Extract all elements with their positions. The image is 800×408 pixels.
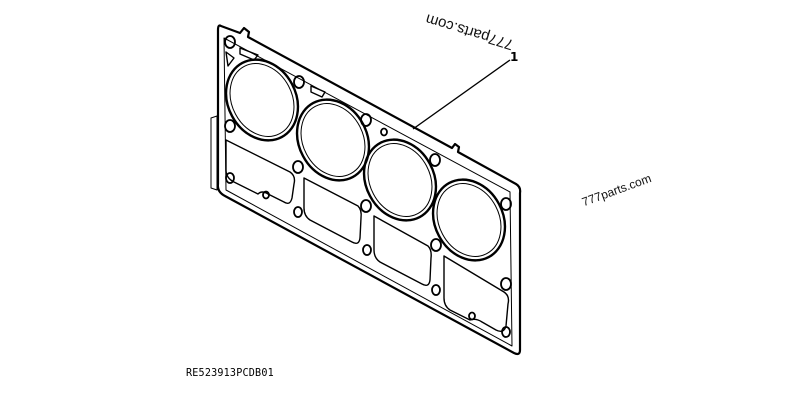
part-code: RE523913PCDB01	[186, 366, 274, 379]
callout-label-1: 1	[510, 50, 519, 64]
bolt-holes	[224, 35, 512, 338]
gasket-side-tab	[210, 115, 218, 191]
port-outlines	[225, 139, 510, 333]
callout-leader-line	[412, 59, 511, 130]
gasket-outline	[216, 24, 522, 356]
coolant-slots	[225, 47, 326, 98]
